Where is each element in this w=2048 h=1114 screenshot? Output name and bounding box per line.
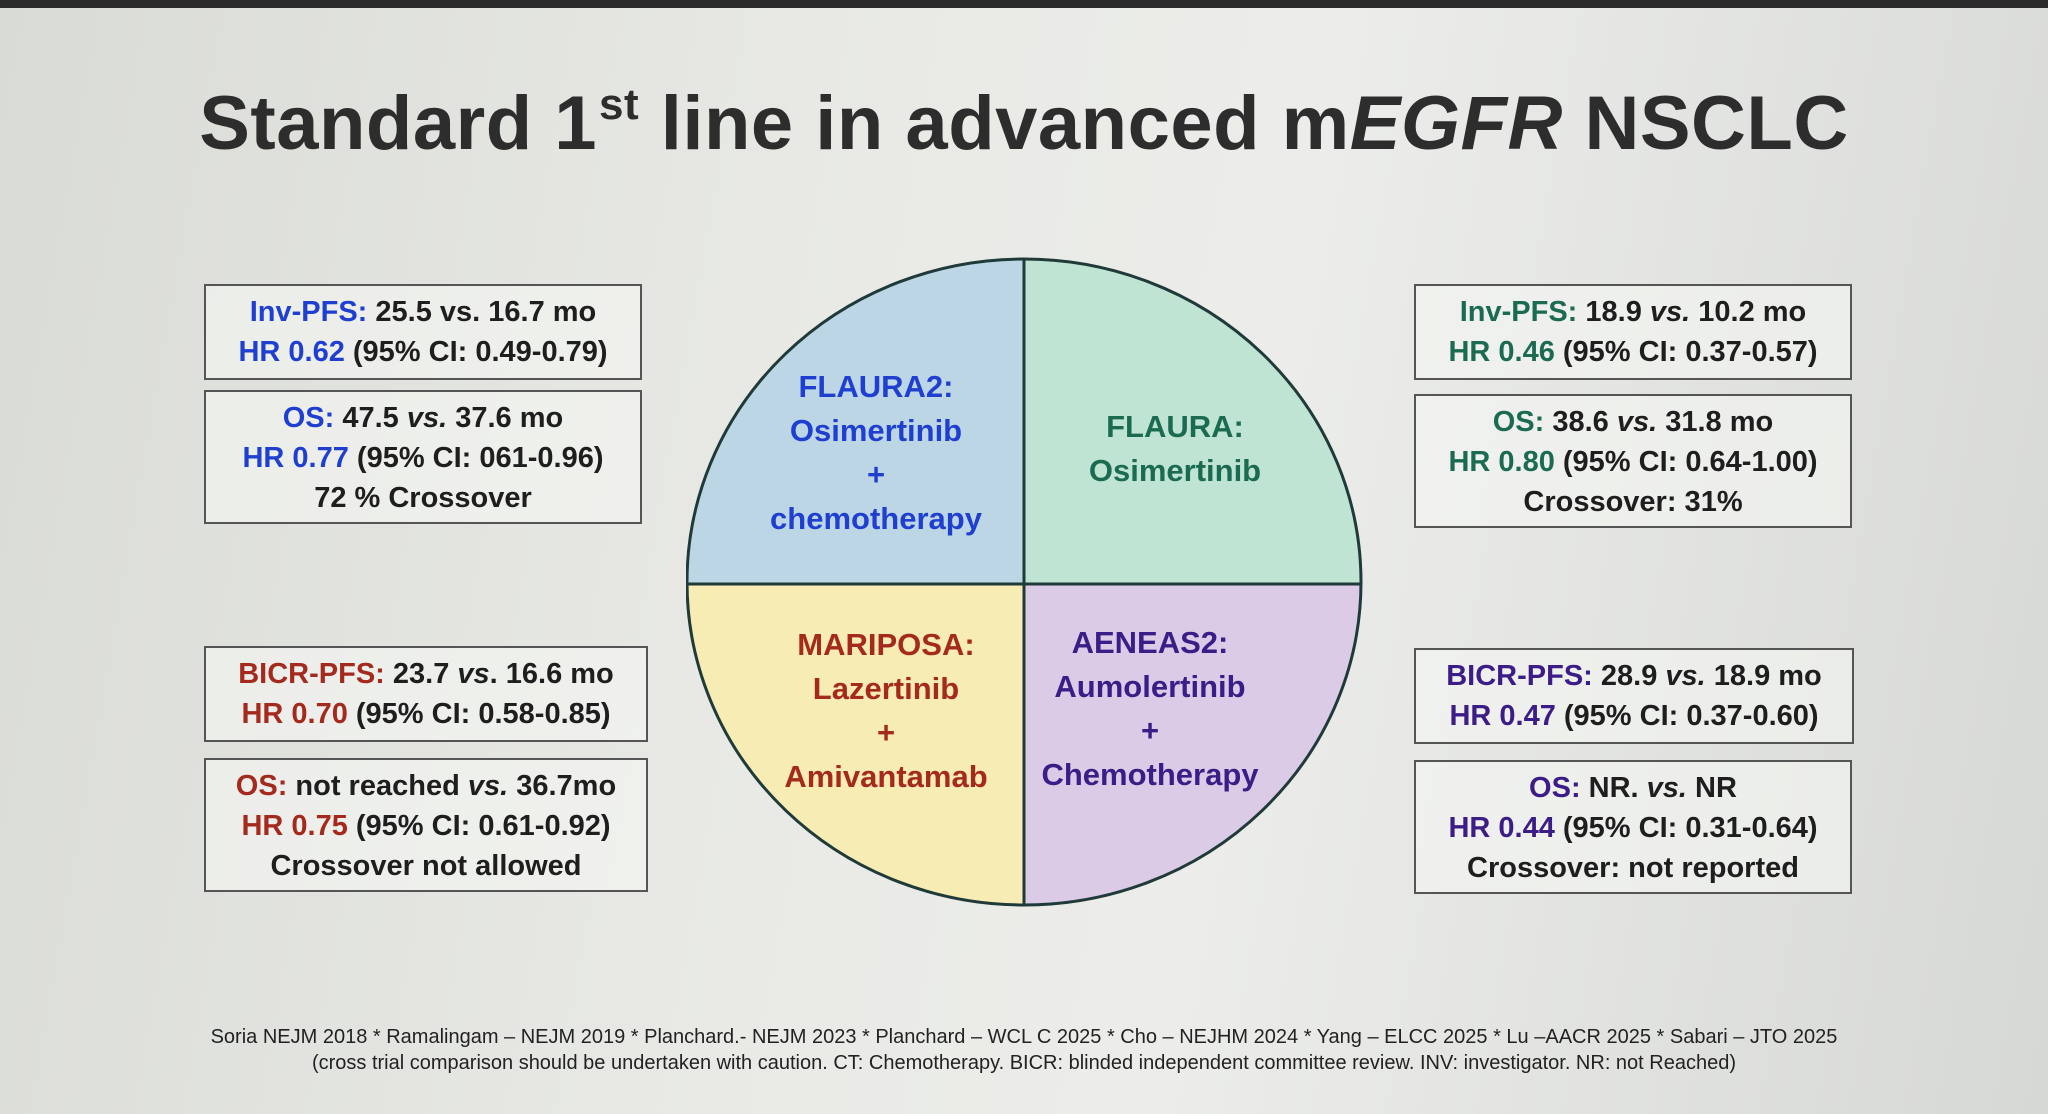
hr-label: HR 0.44 <box>1448 812 1555 844</box>
trial-name: MARIPOSA: <box>797 627 975 662</box>
pfs-value: 18.9 mo <box>1705 660 1822 692</box>
drug-name: Lazertinib <box>812 671 960 706</box>
mariposa-label: MARIPOSA: Lazertinib + Amivantamab <box>766 623 1006 799</box>
trial-name: FLAURA: <box>1106 409 1244 444</box>
os-value: 36.7mo <box>508 770 617 802</box>
drug-name: Aumolertinib <box>1054 669 1246 704</box>
pfs-label: BICR-PFS: <box>238 658 385 690</box>
pfs-value: . 16.6 mo <box>489 658 614 690</box>
vs-text: vs. <box>1665 660 1706 692</box>
ci-value: (95% CI: 0.31-0.64) <box>1554 812 1818 844</box>
aeneas2-pfs-box: BICR-PFS: 28.9 vs. 18.9 mo HR 0.47 (95% … <box>1414 648 1854 744</box>
flaura-label: FLAURA: Osimertinib <box>1060 405 1290 493</box>
mariposa-os-box: OS: not reached vs. 36.7mo HR 0.75 (95% … <box>204 758 648 892</box>
ci-value: (95% CI: 061-0.96) <box>348 442 604 474</box>
drug-name: Osimertinib <box>1088 453 1262 488</box>
vs-text: vs. <box>1649 296 1691 328</box>
hr-label: HR 0.75 <box>241 810 348 842</box>
pfs-label: Inv-PFS: <box>1459 296 1578 328</box>
os-value: 38.6 <box>1544 406 1617 438</box>
plus-sign: + <box>876 715 896 750</box>
vs-text: vs. <box>406 402 448 434</box>
ci-value: (95% CI: 0.64-1.00) <box>1554 446 1818 478</box>
ci-value: (95% CI: 0.49-0.79) <box>344 336 608 368</box>
os-value: 37.6 mo <box>447 402 564 434</box>
os-label: OS: <box>235 770 288 802</box>
hr-label: HR 0.77 <box>242 442 349 474</box>
hr-label: HR 0.62 <box>238 336 345 368</box>
trial-circle-svg <box>686 257 1363 907</box>
os-value: not reached <box>287 770 468 802</box>
flaura2-pfs-box: Inv-PFS: 25.5 vs. 16.7 mo HR 0.62 (95% C… <box>204 284 642 380</box>
mariposa-pfs-box: BICR-PFS: 23.7 vs. 16.6 mo HR 0.70 (95% … <box>204 646 648 742</box>
os-label: OS: <box>1492 406 1545 438</box>
drug-name: Osimertinib <box>789 413 963 448</box>
crossover-note: 72 % Crossover <box>314 482 532 514</box>
crossover-note: Crossover not allowed <box>270 850 582 882</box>
aeneas2-os-box: OS: NR. vs. NR HR 0.44 (95% CI: 0.31-0.6… <box>1414 760 1852 894</box>
vs-text: vs. <box>1616 406 1658 438</box>
trial-name: AENEAS2: <box>1071 625 1229 660</box>
os-label: OS: <box>1529 772 1581 804</box>
os-label: OS: <box>282 402 335 434</box>
pfs-value: 10.2 mo <box>1690 296 1807 328</box>
vs-text: vs <box>457 658 490 690</box>
slide: Standard 1st line in advanced mEGFR NSCL… <box>0 8 2048 1114</box>
trial-circle-diagram: FLAURA2: Osimertinib + chemotherapy FLAU… <box>686 257 1366 909</box>
references-footer: Soria NEJM 2018 * Ramalingam – NEJM 2019… <box>210 1026 1838 1048</box>
flaura2-label: FLAURA2: Osimertinib + chemotherapy <box>746 365 1006 541</box>
vs-text: vs. <box>1646 772 1687 804</box>
hr-label: HR 0.46 <box>1448 336 1555 368</box>
flaura2-os-box: OS: 47.5 vs. 37.6 mo HR 0.77 (95% CI: 06… <box>204 390 642 524</box>
hr-label: HR 0.47 <box>1449 700 1556 732</box>
trial-name: FLAURA2: <box>798 369 954 404</box>
ci-value: (95% CI: 0.61-0.92) <box>347 810 611 842</box>
circle-outline <box>686 257 1363 907</box>
os-value: 47.5 <box>334 402 407 434</box>
title-gene: EGFR <box>1349 81 1563 166</box>
title-superscript: st <box>599 80 640 129</box>
title-text: Standard 1 <box>199 81 597 166</box>
title-text: NSCLC <box>1562 81 1849 166</box>
pfs-value: 18.9 <box>1577 296 1650 328</box>
os-value: NR <box>1687 772 1737 804</box>
drug-name: Amivantamab <box>784 759 988 794</box>
drug-name: chemotherapy <box>770 501 982 536</box>
aeneas2-label: AENEAS2: Aumolertinib + Chemotherapy <box>1030 621 1270 797</box>
hr-label: HR 0.80 <box>1448 446 1555 478</box>
vs-text: vs. <box>467 770 509 802</box>
ci-value: (95% CI: 0.58-0.85) <box>347 698 611 730</box>
pfs-label: BICR-PFS: <box>1446 660 1593 692</box>
ci-value: (95% CI: 0.37-0.57) <box>1554 336 1818 368</box>
pfs-value: 23.7 <box>384 658 458 690</box>
pfs-value: 25.5 vs. 16.7 mo <box>367 296 597 328</box>
os-value: 31.8 mo <box>1657 406 1774 438</box>
ci-value: (95% CI: 0.37-0.60) <box>1555 700 1819 732</box>
hr-label: HR 0.70 <box>241 698 348 730</box>
drug-name: Chemotherapy <box>1041 757 1259 792</box>
plus-sign: + <box>866 457 886 492</box>
title-text: line in advanced m <box>639 81 1350 166</box>
pfs-label: Inv-PFS: <box>249 296 368 328</box>
flaura-pfs-box: Inv-PFS: 18.9 vs. 10.2 mo HR 0.46 (95% C… <box>1414 284 1852 380</box>
slide-title: Standard 1st line in advanced mEGFR NSCL… <box>0 80 2048 167</box>
os-value: NR. <box>1580 772 1647 804</box>
flaura-os-box: OS: 38.6 vs. 31.8 mo HR 0.80 (95% CI: 0.… <box>1414 394 1852 528</box>
pfs-value: 28.9 <box>1592 660 1666 692</box>
crossover-note: Crossover: not reported <box>1467 852 1799 884</box>
plus-sign: + <box>1140 713 1160 748</box>
crossover-note: Crossover: 31% <box>1523 486 1743 518</box>
caution-footnote: (cross trial comparison should be undert… <box>311 1052 1737 1074</box>
